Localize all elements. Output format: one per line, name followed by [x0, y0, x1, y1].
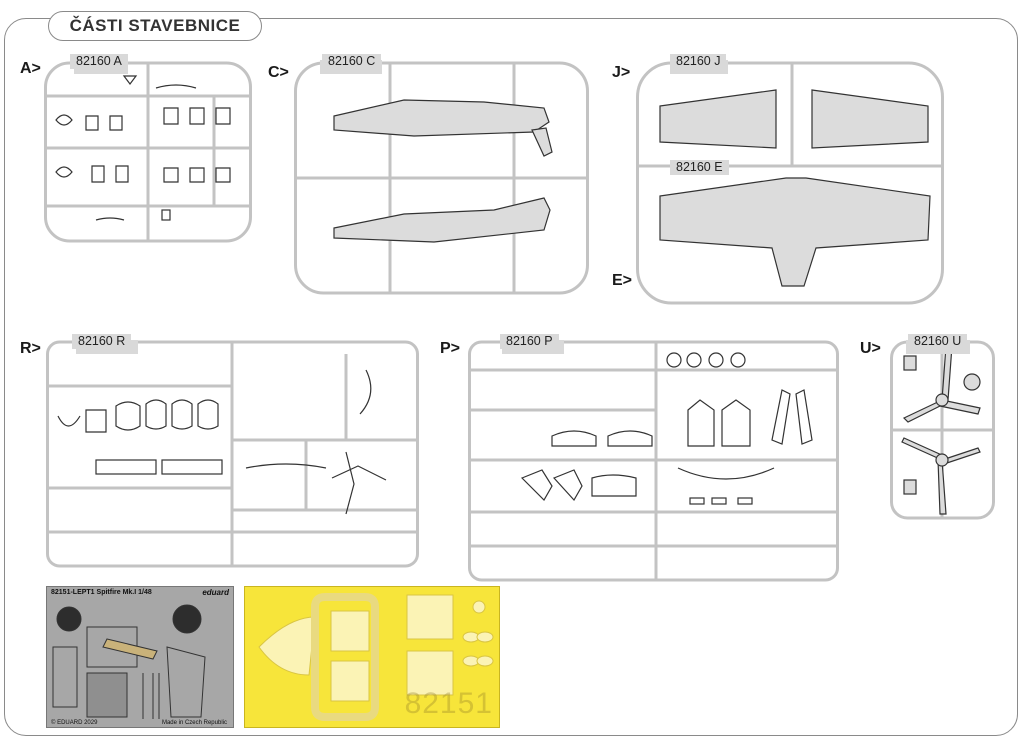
sprue-r-label: 82160 R [72, 334, 132, 349]
sprue-j-label: 82160 J [670, 54, 727, 69]
sprue-c-label: 82160 C [322, 54, 382, 69]
section-letter-r: R> [20, 340, 41, 357]
photoetch-sheet: 82151-LEPT1 Spitfire Mk.I 1/48 eduard © … [46, 586, 234, 728]
sprue-a [44, 60, 252, 243]
sprue-u [890, 340, 995, 520]
sprue-je [636, 60, 944, 305]
sprue-u-label: 82160 U [908, 334, 968, 349]
photoetch-brand: eduard [202, 588, 229, 597]
section-letter-e: E> [612, 272, 633, 289]
mask-sheet: 82151 [244, 586, 500, 728]
section-letter-c: C> [268, 64, 289, 81]
page-title: ČÁSTI STAVEBNICE [48, 11, 262, 41]
sprue-e-label: 82160 E [670, 160, 729, 175]
section-letter-u: U> [860, 340, 881, 357]
section-letter-p: P> [440, 340, 461, 357]
section-letter-a: A> [20, 60, 41, 77]
sprue-c [294, 60, 589, 295]
sprue-p-label: 82160 P [500, 334, 559, 349]
sprue-p [468, 340, 839, 582]
section-letter-j: J> [612, 64, 631, 81]
photoetch-copyright: © EDUARD 2029 [51, 720, 98, 726]
outer-frame [4, 18, 1018, 736]
photoetch-made-in: Made in Czech Republic [161, 720, 227, 726]
mask-number: 82151 [404, 687, 493, 720]
sprue-r [46, 340, 419, 568]
sprue-a-label: 82160 A [70, 54, 128, 69]
mask-shapes [258, 593, 494, 721]
photoetch-code: 82151-LEPT1 Spitfire Mk.I 1/48 [51, 589, 152, 596]
photoetch-parts [52, 604, 206, 719]
